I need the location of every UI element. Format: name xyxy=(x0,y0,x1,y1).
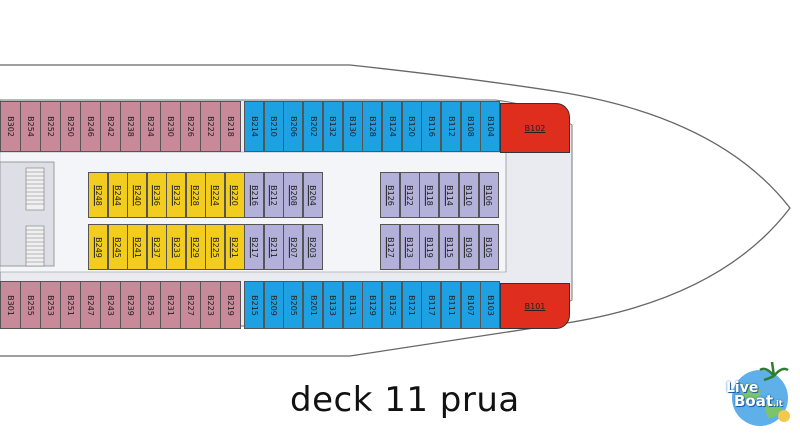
cabin-b117[interactable]: B117 xyxy=(421,281,442,329)
cabin-b245[interactable]: B245 xyxy=(107,224,128,270)
cabin-b224[interactable]: B224 xyxy=(205,172,225,218)
logo-text-boat: Boat.it xyxy=(734,392,783,410)
cabin-b229[interactable]: B229 xyxy=(185,224,206,270)
cabin-b119[interactable]: B119 xyxy=(419,224,440,270)
cabin-b108[interactable]: B108 xyxy=(460,101,481,152)
cabin-b247[interactable]: B247 xyxy=(80,281,101,329)
deck-title: deck 11 prua xyxy=(290,380,520,420)
cabin-b255[interactable]: B255 xyxy=(20,281,41,329)
cabin-b102[interactable]: B102 xyxy=(500,103,570,153)
stairs-lower xyxy=(25,225,45,267)
cabin-b207[interactable]: B207 xyxy=(283,224,303,270)
cabin-b233[interactable]: B233 xyxy=(166,224,186,270)
cabin-b201[interactable]: B201 xyxy=(303,281,324,329)
cabin-b242[interactable]: B242 xyxy=(100,101,121,152)
globe-icon xyxy=(732,361,790,426)
cabin-b248[interactable]: B248 xyxy=(88,172,108,218)
cabin-b241[interactable]: B241 xyxy=(127,224,147,270)
cabin-b112[interactable]: B112 xyxy=(441,101,461,152)
cabin-b132[interactable]: B132 xyxy=(322,101,343,152)
cabin-b226[interactable]: B226 xyxy=(180,101,201,152)
liveboat-logo: Live Boat.it xyxy=(720,356,798,434)
cabin-b237[interactable]: B237 xyxy=(146,224,167,270)
cabin-b126[interactable]: B126 xyxy=(380,172,400,218)
cabin-b231[interactable]: B231 xyxy=(160,281,181,329)
cabin-b220[interactable]: B220 xyxy=(224,172,245,218)
cabin-b246[interactable]: B246 xyxy=(80,101,101,152)
cabin-b133[interactable]: B133 xyxy=(322,281,343,329)
cabin-b123[interactable]: B123 xyxy=(399,224,420,270)
cabin-b243[interactable]: B243 xyxy=(100,281,121,329)
cabin-b206[interactable]: B206 xyxy=(283,101,304,152)
cabin-b118[interactable]: B118 xyxy=(419,172,440,218)
cabin-b217[interactable]: B217 xyxy=(244,224,264,270)
cabin-b230[interactable]: B230 xyxy=(160,101,181,152)
cabin-b122[interactable]: B122 xyxy=(399,172,420,218)
cabin-b115[interactable]: B115 xyxy=(439,224,460,270)
cabin-b116[interactable]: B116 xyxy=(421,101,442,152)
cabin-b249[interactable]: B249 xyxy=(88,224,108,270)
cabin-b221[interactable]: B221 xyxy=(224,224,245,270)
cabin-b225[interactable]: B225 xyxy=(205,224,225,270)
cabin-b125[interactable]: B125 xyxy=(381,281,402,329)
cabin-b128[interactable]: B128 xyxy=(362,101,383,152)
cabin-b208[interactable]: B208 xyxy=(283,172,303,218)
cabin-b216[interactable]: B216 xyxy=(244,172,264,218)
cabin-b114[interactable]: B114 xyxy=(439,172,460,218)
cabin-b234[interactable]: B234 xyxy=(140,101,161,152)
cabin-b250[interactable]: B250 xyxy=(60,101,81,152)
cabin-b219[interactable]: B219 xyxy=(220,281,241,329)
cabin-b240[interactable]: B240 xyxy=(127,172,147,218)
cabin-b211[interactable]: B211 xyxy=(263,224,284,270)
cabin-b252[interactable]: B252 xyxy=(40,101,61,152)
cabin-b121[interactable]: B121 xyxy=(401,281,422,329)
cabin-b124[interactable]: B124 xyxy=(381,101,402,152)
cabin-b253[interactable]: B253 xyxy=(40,281,61,329)
cabin-b254[interactable]: B254 xyxy=(20,101,41,152)
cabin-b203[interactable]: B203 xyxy=(302,224,323,270)
cabin-b218[interactable]: B218 xyxy=(220,101,241,152)
cabin-b209[interactable]: B209 xyxy=(263,281,284,329)
cabin-b131[interactable]: B131 xyxy=(342,281,363,329)
cabin-b210[interactable]: B210 xyxy=(263,101,284,152)
cabin-b101[interactable]: B101 xyxy=(500,283,570,329)
cabin-b301[interactable]: B301 xyxy=(0,281,21,329)
cabin-b104[interactable]: B104 xyxy=(480,101,501,152)
cabin-b238[interactable]: B238 xyxy=(120,101,141,152)
cabin-b236[interactable]: B236 xyxy=(146,172,167,218)
cabin-b130[interactable]: B130 xyxy=(342,101,363,152)
cabin-b302[interactable]: B302 xyxy=(0,101,21,152)
cabin-b120[interactable]: B120 xyxy=(401,101,422,152)
cabin-b129[interactable]: B129 xyxy=(362,281,383,329)
cabin-b204[interactable]: B204 xyxy=(302,172,323,218)
cabin-b103[interactable]: B103 xyxy=(480,281,501,329)
cabin-b222[interactable]: B222 xyxy=(200,101,221,152)
cabin-b232[interactable]: B232 xyxy=(166,172,186,218)
cabin-b127[interactable]: B127 xyxy=(380,224,400,270)
cabin-b235[interactable]: B235 xyxy=(140,281,161,329)
cabin-b239[interactable]: B239 xyxy=(120,281,141,329)
cabin-b223[interactable]: B223 xyxy=(200,281,221,329)
cabin-b244[interactable]: B244 xyxy=(107,172,128,218)
cabin-b107[interactable]: B107 xyxy=(460,281,481,329)
stairs-upper xyxy=(25,167,45,211)
cabin-b109[interactable]: B109 xyxy=(458,224,479,270)
cabin-b111[interactable]: B111 xyxy=(441,281,461,329)
cabin-b212[interactable]: B212 xyxy=(263,172,284,218)
cabin-b105[interactable]: B105 xyxy=(478,224,499,270)
cabin-b205[interactable]: B205 xyxy=(283,281,304,329)
cabin-b227[interactable]: B227 xyxy=(180,281,201,329)
cabin-b110[interactable]: B110 xyxy=(458,172,479,218)
cabin-b106[interactable]: B106 xyxy=(478,172,499,218)
logo-text-live: Live xyxy=(726,380,759,396)
cabin-b228[interactable]: B228 xyxy=(185,172,206,218)
cabin-b214[interactable]: B214 xyxy=(244,101,264,152)
cabin-b215[interactable]: B215 xyxy=(244,281,264,329)
cabin-b251[interactable]: B251 xyxy=(60,281,81,329)
cabin-b202[interactable]: B202 xyxy=(303,101,324,152)
